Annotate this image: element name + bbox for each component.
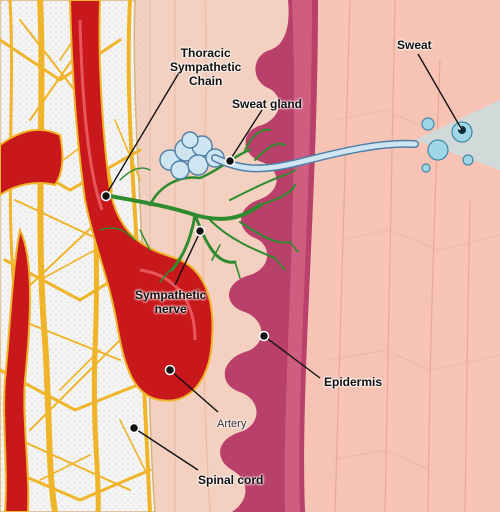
- thoracic-chain-label: Thoracic Sympathetic Chain: [170, 46, 241, 88]
- sympathetic-nerve-branches: [99, 128, 299, 283]
- thoracic-chain-line-1: Thoracic: [180, 46, 231, 60]
- leader-endpoints: [100, 155, 270, 434]
- sympathetic-nerve-line-1: Sympathetic: [135, 288, 207, 302]
- sympathetic-nerve-label: Sympathetic nerve: [135, 288, 206, 316]
- artery-branch: [0, 128, 64, 197]
- sweat-gland-label: Sweat gland: [232, 97, 303, 111]
- artery-label: Artery: [217, 418, 247, 430]
- epidermis-inner: [284, 0, 312, 512]
- artery-lower: [3, 226, 31, 512]
- outer-skin-cells: [329, 109, 500, 471]
- sympathetic-nerve-line-2: nerve: [154, 302, 187, 316]
- epidermis-label: Epidermis: [324, 375, 383, 389]
- sweat-duct-inner: [212, 141, 418, 171]
- artery-highlight: [78, 19, 197, 341]
- spinal-cord-label: Spinal cord: [198, 473, 264, 487]
- outer-skin-lines: [334, 0, 471, 512]
- thoracic-chain-line-2: Sympathetic: [170, 60, 242, 74]
- sweat-label: Sweat: [397, 38, 432, 52]
- thoracic-chain-line-3: Chain: [189, 74, 223, 88]
- artery-shape: [68, 0, 214, 402]
- leader-lines: [105, 53, 463, 471]
- outer-skin-layer: [304, 0, 500, 512]
